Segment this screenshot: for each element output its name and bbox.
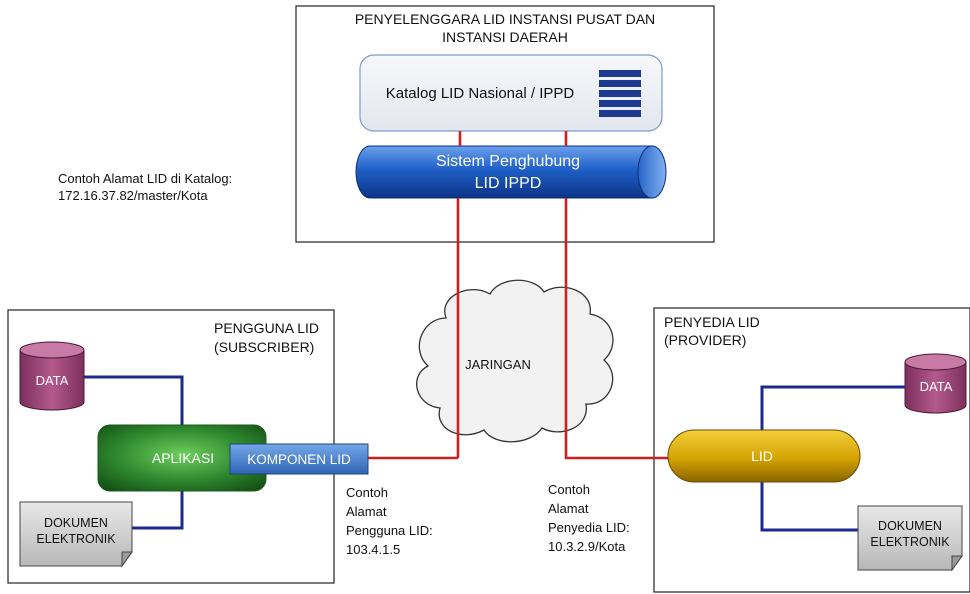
provider-address-line2: Alamat bbox=[548, 501, 589, 516]
network-cloud bbox=[416, 279, 614, 443]
subscriber-address-line3: Pengguna LID: bbox=[346, 523, 433, 538]
subscriber-address-line1: Contoh bbox=[346, 485, 388, 500]
provider-address-line3: Penyedia LID: bbox=[548, 520, 630, 535]
provider-doc-line1: DOKUMEN bbox=[878, 519, 942, 533]
lid-pill bbox=[667, 429, 861, 483]
catalog-address-line2: 172.16.37.82/master/Kota bbox=[58, 188, 208, 203]
subscriber-title-line1: PENGGUNA LID bbox=[214, 320, 319, 336]
subscriber-address-line2: Alamat bbox=[346, 504, 387, 519]
catalog-stack-icon bbox=[599, 70, 641, 117]
subscriber-data-cylinder bbox=[19, 341, 85, 411]
catalog-address-line1: Contoh Alamat LID di Katalog: bbox=[58, 171, 232, 186]
app-label: APLIKASI bbox=[152, 450, 214, 466]
provider-document-shape bbox=[857, 505, 963, 572]
component-box bbox=[229, 443, 369, 475]
subscriber-title-line2: (SUBSCRIBER) bbox=[214, 339, 314, 355]
connector-label-line2: LID IPPD bbox=[475, 175, 542, 192]
subscriber-data-label: DATA bbox=[36, 373, 69, 388]
central-box-title-line1: PENYELENGGARA LID INSTANSI PUSAT DAN bbox=[355, 11, 655, 27]
catalog-box bbox=[359, 54, 663, 132]
subscriber-doc-line1: DOKUMEN bbox=[44, 516, 108, 530]
provider-address-line4: 10.3.2.9/Kota bbox=[548, 539, 626, 554]
lid-label: LID bbox=[751, 448, 773, 464]
subscriber-document-shape bbox=[19, 501, 133, 568]
catalog-label: Katalog LID Nasional / IPPD bbox=[386, 85, 575, 102]
subscriber-doc-line2: ELEKTRONIK bbox=[36, 532, 116, 546]
provider-doc-line2: ELEKTRONIK bbox=[870, 535, 950, 549]
central-box-title-line2: INSTANSI DAERAH bbox=[442, 29, 568, 45]
component-label: KOMPONEN LID bbox=[247, 452, 351, 467]
subscriber-address-line4: 103.4.1.5 bbox=[346, 542, 400, 557]
provider-address-line1: Contoh bbox=[548, 482, 590, 497]
connector-label-line1: Sistem Penghubung bbox=[436, 153, 580, 170]
provider-data-cylinder bbox=[904, 353, 967, 414]
network-links bbox=[368, 131, 668, 460]
network-label: JARINGAN bbox=[465, 357, 531, 372]
provider-title-line2: (PROVIDER) bbox=[664, 332, 746, 348]
provider-title-line1: PENYEDIA LID bbox=[664, 314, 760, 330]
provider-data-label: DATA bbox=[920, 379, 953, 394]
connector-cylinder bbox=[355, 145, 667, 199]
subscriber-local-links bbox=[84, 375, 184, 530]
